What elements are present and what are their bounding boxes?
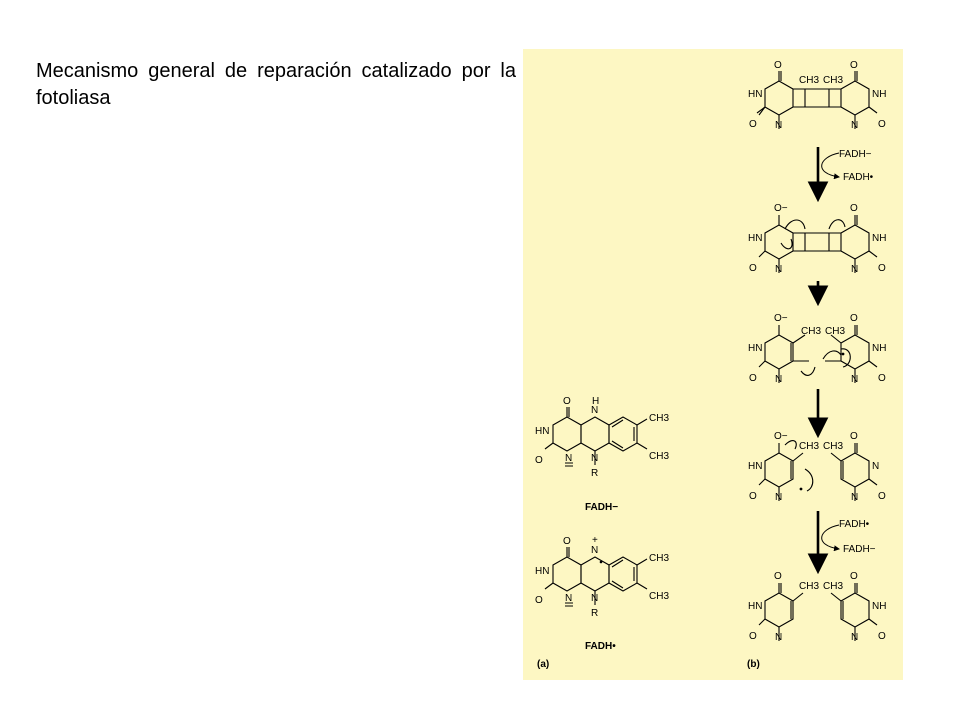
atom-n: N <box>851 120 858 131</box>
radical-anion-structure: O− O HN NH O O N N <box>748 203 886 275</box>
charge-plus: + <box>592 535 598 546</box>
atom-hn: HN <box>748 601 762 612</box>
atom-o: O <box>749 119 757 130</box>
atom-o: O <box>535 455 543 466</box>
atom-n: N <box>775 264 782 275</box>
atom-ch3: CH3 <box>801 326 821 337</box>
atom-ch3: CH3 <box>649 591 669 602</box>
atom-n: N <box>851 264 858 275</box>
atom-o: O <box>749 631 757 642</box>
atom-ch3: CH3 <box>799 581 819 592</box>
reaction-arrow-1: FADH− FADH• <box>807 147 874 203</box>
atom-o: O <box>878 263 886 274</box>
fadh-radical-out: FADH• <box>843 172 874 183</box>
atom-r: R <box>591 608 598 619</box>
atom-o: O <box>563 396 571 407</box>
reaction-arrow-4: FADH• FADH− <box>807 511 876 575</box>
fadh-minus-label: FADH− <box>585 502 618 513</box>
atom-hn: HN <box>535 566 549 577</box>
fadh-radical-structure: O HN O N N + N R CH3 CH3 FADH• <box>535 535 669 652</box>
repaired-thymines-structure: O O HN NH O O N N CH3 CH3 <box>748 571 886 643</box>
atom-ch3: CH3 <box>649 451 669 462</box>
atom-n: N <box>565 593 572 604</box>
atom-o: O <box>850 313 858 324</box>
fadh-radical-in: FADH• <box>839 519 870 530</box>
atom-n: N <box>851 492 858 503</box>
monomer-radical-structure: O− O HN N O O N N CH3 CH3 <box>748 431 886 503</box>
atom-o: O <box>749 491 757 502</box>
atom-o-minus: O− <box>774 313 788 324</box>
atom-o: O <box>850 60 858 71</box>
atom-nh: NH <box>872 233 886 244</box>
atom-o: O <box>749 373 757 384</box>
atom-o: O <box>878 373 886 384</box>
atom-ch3: CH3 <box>799 441 819 452</box>
panel-label-b: (b) <box>747 659 760 670</box>
panel-label-a: (a) <box>537 659 549 670</box>
atom-n: N <box>851 374 858 385</box>
atom-r: R <box>591 468 598 479</box>
atom-o: O <box>563 536 571 547</box>
atom-hn: HN <box>748 461 762 472</box>
atom-o: O <box>878 119 886 130</box>
mechanism-diagram: O O HN NH O O N N CH3 CH3 FADH− FADH• <box>535 60 886 670</box>
atom-nh: NH <box>872 343 886 354</box>
atom-hn: HN <box>748 343 762 354</box>
atom-o: O <box>535 595 543 606</box>
atom-h: H <box>592 396 599 407</box>
mechanism-panel: O O HN NH O O N N CH3 CH3 FADH− FADH• <box>523 49 903 680</box>
fadh-radical-label: FADH• <box>585 641 616 652</box>
atom-n: N <box>775 492 782 503</box>
atom-n: N <box>591 405 598 416</box>
atom-n: N <box>565 453 572 464</box>
atom-n: N <box>591 453 598 464</box>
slide-title: Mecanismo general de reparación cataliza… <box>36 60 516 109</box>
atom-nh: NH <box>872 601 886 612</box>
atom-o: O <box>878 631 886 642</box>
atom-ch3: CH3 <box>649 553 669 564</box>
atom-ch3: CH3 <box>825 326 845 337</box>
cleaved-ring-structure: O− O HN NH O O N N CH3 CH3 <box>748 313 886 385</box>
atom-o: O <box>878 491 886 502</box>
atom-o: O <box>774 60 782 71</box>
atom-n: N <box>775 374 782 385</box>
atom-o-minus: O− <box>774 203 788 214</box>
fadh-minus-out: FADH− <box>843 544 876 555</box>
atom-o: O <box>850 431 858 442</box>
atom-o: O <box>774 571 782 582</box>
atom-hn: HN <box>748 233 762 244</box>
atom-n: N <box>775 632 782 643</box>
atom-o-minus: O− <box>774 431 788 442</box>
fadh-minus-in: FADH− <box>839 149 872 160</box>
atom-ch3: CH3 <box>823 581 843 592</box>
fadh-minus-structure: O HN O N N H N R CH3 CH3 FADH− <box>535 396 669 513</box>
atom-n: N <box>591 593 598 604</box>
atom-o: O <box>850 571 858 582</box>
atom-hn: HN <box>748 89 762 100</box>
atom-ch3: CH3 <box>649 413 669 424</box>
atom-n: N <box>872 461 879 472</box>
atom-hn: HN <box>535 426 549 437</box>
atom-nh: NH <box>872 89 886 100</box>
atom-ch3: CH3 <box>799 75 819 86</box>
atom-n: N <box>851 632 858 643</box>
dimer-structure: O O HN NH O O N N CH3 CH3 <box>748 60 886 131</box>
atom-ch3: CH3 <box>823 75 843 86</box>
atom-o: O <box>749 263 757 274</box>
atom-n: N <box>775 120 782 131</box>
atom-ch3: CH3 <box>823 441 843 452</box>
atom-o: O <box>850 203 858 214</box>
atom-n: N <box>591 545 598 556</box>
